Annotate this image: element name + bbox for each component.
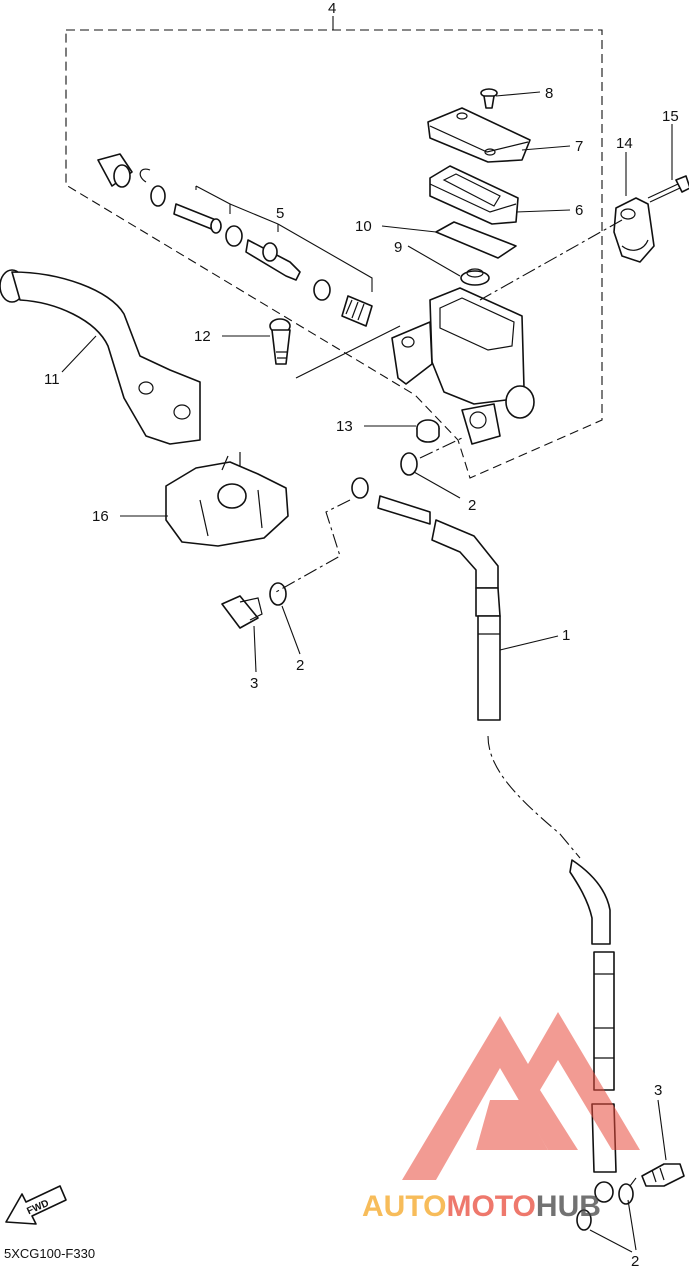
callout-3-lower: 3 xyxy=(654,1082,662,1099)
part-2-washer-lower-a xyxy=(618,1183,634,1205)
callout-9: 9 xyxy=(394,239,402,256)
master-cylinder-body xyxy=(391,287,535,445)
callout-14: 14 xyxy=(616,135,633,152)
part-2-washer-upper xyxy=(400,452,418,476)
watermark-auto: AUTO xyxy=(362,1190,446,1223)
callout-6: 6 xyxy=(575,202,583,219)
part-3-union-bolt-upper xyxy=(221,595,263,629)
callout-2-middle: 2 xyxy=(296,657,304,674)
callout-4: 4 xyxy=(328,0,336,17)
part-3-union-bolt-lower xyxy=(641,1163,685,1187)
part-9-float xyxy=(460,268,490,286)
callout-16: 16 xyxy=(92,508,109,525)
connection-line-lower-bolt xyxy=(629,1177,637,1187)
connection-line-clamp xyxy=(479,219,623,301)
leader-lines xyxy=(61,16,673,1253)
watermark-moto: MOTO xyxy=(446,1190,535,1223)
fwd-arrow-icon: FWD xyxy=(5,1185,67,1225)
part-8-screw xyxy=(480,88,498,109)
callout-8: 8 xyxy=(545,85,553,102)
callout-2-upper: 2 xyxy=(468,497,476,514)
watermark-logo-icon xyxy=(402,1012,640,1180)
watermark-hub: HUB xyxy=(536,1190,601,1223)
part-5-piston-kit xyxy=(97,153,373,327)
part-14-holder-clamp xyxy=(613,197,655,263)
callout-10: 10 xyxy=(355,218,372,235)
part-11-brake-lever xyxy=(0,269,201,445)
connection-line-hose-bolt xyxy=(275,499,351,593)
part-12-pivot-bolt xyxy=(269,318,291,365)
callout-1: 1 xyxy=(562,627,570,644)
callout-12: 12 xyxy=(194,328,211,345)
callout-13: 13 xyxy=(336,418,353,435)
drawing-code: 5XCG100-F330 xyxy=(4,1246,95,1261)
part-10-diaphragm xyxy=(435,221,517,259)
connection-line-pivot xyxy=(295,325,401,379)
callout-7: 7 xyxy=(575,138,583,155)
callout-15: 15 xyxy=(662,108,679,125)
watermark-text: AUTOMOTOHUB xyxy=(362,1190,601,1223)
part-7-reservoir-cap xyxy=(427,107,531,163)
part-2-washer-lower-b xyxy=(576,1209,592,1231)
callout-5: 5 xyxy=(276,205,284,222)
part-2-washer-lower-left xyxy=(269,582,287,606)
callout-3-upper: 3 xyxy=(250,675,258,692)
part-15-bolt xyxy=(647,175,689,203)
part-13-cap xyxy=(416,419,440,443)
part-6-diaphragm-holder xyxy=(429,165,519,225)
connection-line-washer xyxy=(419,437,463,459)
callout-2-lower: 2 xyxy=(631,1253,639,1269)
callout-11: 11 xyxy=(44,371,60,388)
part-16-lever-cover xyxy=(165,452,289,547)
